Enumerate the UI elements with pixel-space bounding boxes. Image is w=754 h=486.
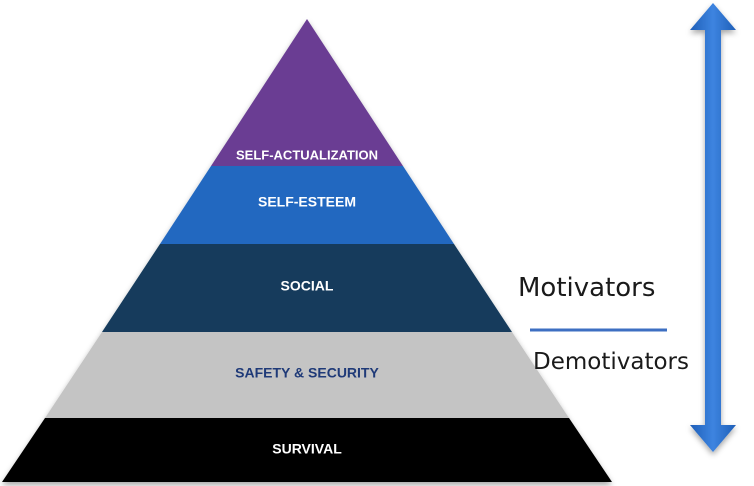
demotivators-label: Demotivators [533, 349, 689, 375]
double-arrow-vertical-icon [690, 3, 736, 452]
tier-social [102, 244, 512, 332]
tier-label-self-actualization: SELF-ACTUALIZATION [236, 147, 378, 162]
tier-label-safety-security: SAFETY & SECURITY [235, 365, 379, 381]
tier-label-self-esteem: SELF-ESTEEM [258, 194, 356, 210]
pyramid-labels: SELF-ACTUALIZATION SELF-ESTEEM SOCIAL SA… [235, 147, 379, 456]
tier-safety-security [45, 332, 569, 418]
pyramid [2, 19, 612, 482]
motivators-label: Motivators [518, 273, 655, 303]
tier-self-actualization [211, 19, 403, 166]
tier-label-social: SOCIAL [281, 278, 334, 294]
tier-survival [2, 418, 612, 482]
tier-self-esteem [160, 166, 454, 244]
tier-label-survival: SURVIVAL [272, 441, 342, 457]
